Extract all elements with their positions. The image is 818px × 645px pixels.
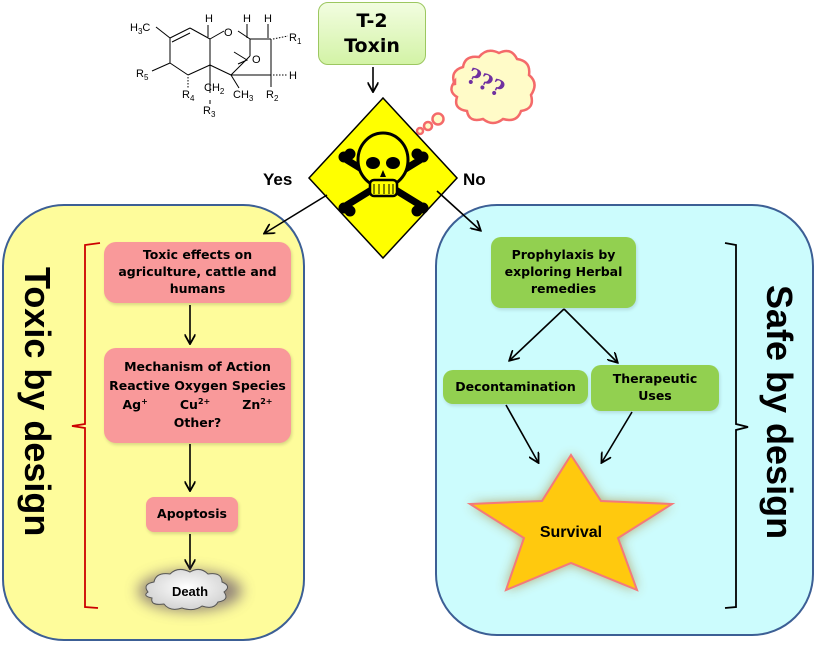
metal-ions: Ag+ Cu2+ Zn2+ [123, 396, 273, 415]
ion-ag: Ag+ [122, 396, 148, 412]
arrow-therapeutic-to-survival [602, 411, 633, 462]
mechanism-title: Mechanism of Action [124, 359, 271, 374]
toxin-title-line2: Toxin [344, 34, 400, 57]
molecule-o-ring: O [224, 27, 233, 39]
toxic-effects-box: Toxic effects on agriculture, cattle and… [104, 242, 291, 303]
prophylaxis-box: Prophylaxis by exploring Herbal remedies [491, 237, 636, 308]
arrow-prophylaxis-to-decontamination [510, 308, 565, 360]
arrow-prophylaxis-to-therapeutic [563, 308, 617, 362]
right-bracket [724, 242, 749, 609]
death-cloud [145, 568, 228, 611]
mechanism-of-action-box: Mechanism of Action Reactive Oxygen Spec… [104, 348, 291, 443]
molecule-r4: R4 [182, 89, 195, 103]
molecule-ch2: CH2 [204, 82, 225, 96]
molecule-ch3: CH3 [233, 89, 254, 103]
left-bracket [71, 242, 101, 609]
arrow-no [436, 190, 480, 230]
toxin-title-line1: T-2 [356, 9, 388, 32]
apoptosis-box: Apoptosis [146, 497, 238, 532]
molecule-h: H [289, 70, 297, 82]
molecule-h3c: H3C [130, 22, 150, 36]
molecule-r1: R1 [289, 32, 302, 46]
decontamination-box: Decontamination [443, 370, 588, 404]
arrow-yes [265, 194, 328, 233]
molecule-r5: R5 [136, 68, 149, 82]
mechanism-other: Other? [173, 415, 222, 431]
no-label: No [463, 170, 486, 189]
skull-and-crossbones-icon [338, 131, 429, 217]
molecule-r3: R3 [203, 105, 216, 119]
therapeutic-uses-box: Therapeutic Uses [591, 365, 719, 411]
survival-star [466, 453, 676, 592]
molecule-h: H [243, 13, 251, 25]
yes-label: Yes [263, 170, 293, 189]
thought-bubble [415, 49, 536, 136]
death-label: Death [171, 584, 209, 600]
t2-toxin-molecule [151, 24, 289, 104]
arrow-decontamination-to-survival [505, 404, 538, 462]
t2-toxin-box: T-2 Toxin [318, 2, 426, 65]
molecule-o-epoxide: O [252, 54, 261, 66]
molecule-h: H [264, 13, 272, 25]
ion-zn: Zn2+ [242, 396, 273, 412]
molecule-h: H [205, 13, 213, 25]
survival-label: Survival [539, 524, 603, 542]
molecule-r2: R2 [266, 89, 279, 103]
ion-cu: Cu2+ [179, 396, 211, 412]
mechanism-ros: Reactive Oxygen Species [109, 377, 286, 393]
